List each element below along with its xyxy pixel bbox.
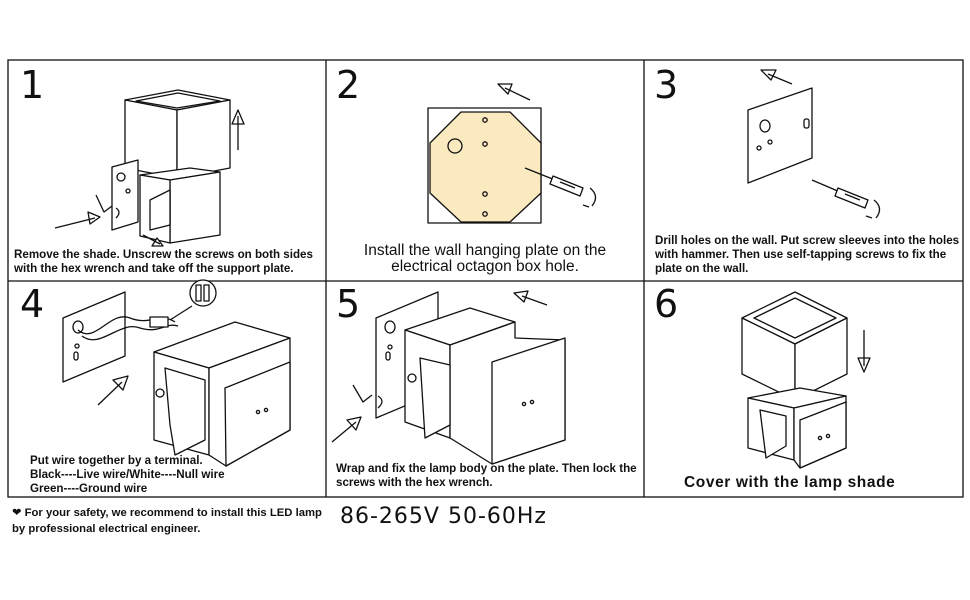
screwdriver-icon-3 <box>811 179 881 219</box>
step-5-illustration <box>331 290 566 465</box>
octagon-box <box>429 111 542 223</box>
terminal-block <box>149 316 169 328</box>
arrow-up-right-5 <box>331 416 362 443</box>
step-number-5: 5 <box>336 282 361 326</box>
step-number-4: 4 <box>20 282 45 326</box>
step-4-illustration <box>62 279 291 467</box>
hex-wrench-5 <box>352 384 373 403</box>
lamp-inner-4 <box>164 367 206 456</box>
step-2-caption: Install the wall hanging plate on the el… <box>363 242 607 275</box>
support-plate <box>111 159 139 231</box>
arrow-up-left-2 <box>497 83 531 101</box>
lamp-inner-5 <box>419 357 451 439</box>
shade-top-inner <box>135 92 221 109</box>
step-1-illustration <box>54 89 245 247</box>
safety-line-1: For your safety, we recommend to install… <box>24 507 322 519</box>
terminal-zoom <box>189 279 217 307</box>
wall-plate-4 <box>62 291 126 383</box>
step-5-caption: Wrap and fix the lamp body on the plate.… <box>336 462 637 489</box>
step-3-caption: Drill holes on the wall. Put screw sleev… <box>655 234 960 275</box>
step-number-1: 1 <box>20 63 45 107</box>
shade-right-6 <box>794 317 848 401</box>
step-6-caption: Cover with the lamp shade <box>684 474 896 491</box>
step-1-caption: Remove the shade. Unscrew the screws on … <box>14 248 313 275</box>
step-4-caption: Put wire together by a terminal. Black--… <box>30 454 225 495</box>
step-3-illustration <box>747 69 881 219</box>
step-6-illustration <box>741 291 871 469</box>
safety-line-2: by professional electrical engineer. <box>12 523 201 535</box>
mount-plate <box>747 87 813 184</box>
step-number-3: 3 <box>654 63 679 107</box>
step-number-6: 6 <box>654 282 679 326</box>
shade-right-face <box>176 99 231 179</box>
hex-wrench <box>95 194 113 213</box>
lamp-inner <box>149 189 171 231</box>
lamp-body-front <box>169 171 221 244</box>
arrow-down-6 <box>857 330 871 373</box>
arrow-up-right-4 <box>97 375 129 406</box>
lamp-face-5 <box>491 337 566 465</box>
heart-icon: ❤ <box>12 507 22 519</box>
arrow-right-1 <box>54 211 101 229</box>
voltage-rating: 86-265V 50-60Hz <box>340 504 547 529</box>
step-2-illustration <box>427 83 597 224</box>
safety-note: ❤ For your safety, we recommend to insta… <box>12 505 322 537</box>
arrow-up-left-3 <box>760 69 793 85</box>
arrow-up-left-5 <box>513 290 548 306</box>
arrow-down-right-1 <box>142 234 164 247</box>
mount-hole-large <box>447 138 463 154</box>
step-number-2: 2 <box>336 63 361 107</box>
grid-lines <box>7 59 964 498</box>
arrow-up <box>231 109 245 150</box>
screwdriver-icon <box>524 167 597 208</box>
